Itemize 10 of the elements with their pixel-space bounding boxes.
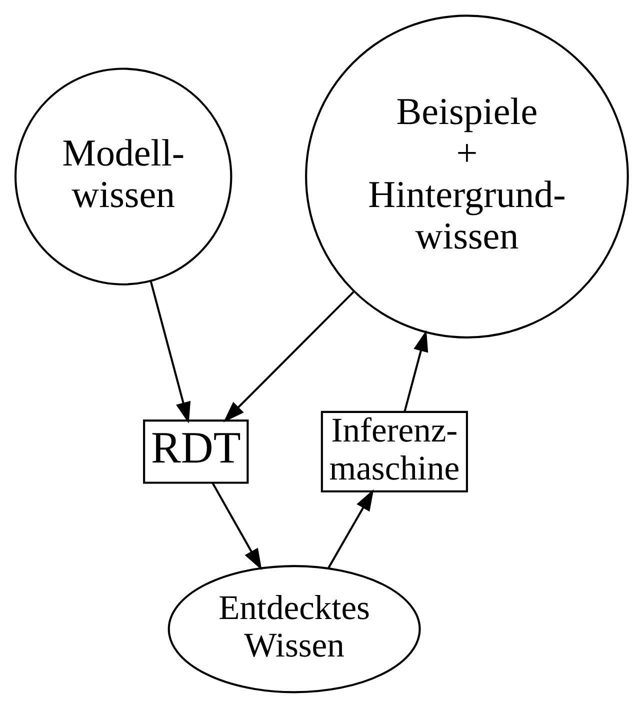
arrow (223, 291, 354, 422)
arrow (150, 280, 191, 424)
node-box: Inferenz- maschine (320, 410, 468, 492)
arrow (404, 330, 428, 412)
arrow (328, 489, 374, 568)
node-circle: Modell- wissen (14, 68, 232, 286)
arrow (212, 482, 262, 570)
node-ellipse: Entdecktes Wissen (168, 565, 421, 694)
node-circle: Beispiele + Hintergrund- wissen (305, 14, 629, 338)
node-box: RDT (143, 420, 249, 484)
